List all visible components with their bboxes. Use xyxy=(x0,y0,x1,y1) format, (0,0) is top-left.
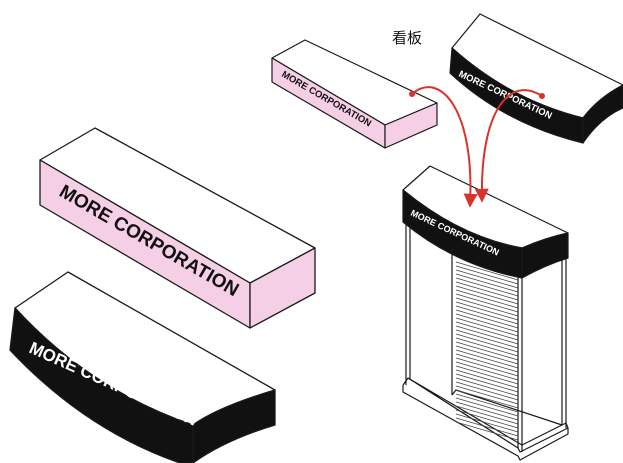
shutter-slat xyxy=(455,297,519,317)
kiosk-booth xyxy=(402,165,569,461)
large-curved-black-band xyxy=(9,307,194,463)
shutter-slat xyxy=(455,313,519,333)
shutter-slat xyxy=(455,281,519,301)
large-pink-box-sign xyxy=(39,127,316,329)
shutter-slat xyxy=(455,361,519,381)
shutter-slat xyxy=(455,385,519,405)
shutter-slat xyxy=(455,377,519,397)
shutter-slat xyxy=(455,325,519,345)
arrow-from-small-box-sign xyxy=(411,86,478,208)
shutter-slat xyxy=(455,273,519,293)
shutter-slat xyxy=(455,405,519,425)
kiosk-header-side-face xyxy=(521,232,569,279)
shutter-slat xyxy=(455,301,519,321)
shutter-slat xyxy=(455,289,519,309)
shutter-slat xyxy=(455,293,519,313)
shutter-slat xyxy=(455,357,519,377)
shutter-slat xyxy=(455,285,519,305)
shutter-slat xyxy=(455,401,519,421)
shutter-slat xyxy=(455,417,519,437)
small-box-side-face xyxy=(384,102,438,149)
shutter-slat xyxy=(455,369,519,389)
large-box-side-face xyxy=(249,247,316,329)
shutter-slat xyxy=(455,409,519,429)
shutter-slat xyxy=(455,261,519,281)
small-curved-sign xyxy=(449,13,623,144)
signboard-caption: 看板 xyxy=(392,29,422,47)
small-pink-box-sign xyxy=(271,39,438,149)
shutter-slat xyxy=(455,421,519,441)
shutter-slat xyxy=(455,413,519,433)
shutter-slat xyxy=(455,365,519,385)
kiosk-shutter xyxy=(455,261,519,441)
shutter-slat xyxy=(455,341,519,361)
shutter-slat xyxy=(455,373,519,393)
shutter-slat xyxy=(455,329,519,349)
shutter-slat xyxy=(455,349,519,369)
small-curved-side-face xyxy=(582,84,623,144)
shutter-slat xyxy=(455,389,519,409)
kiosk-base-frame xyxy=(402,377,569,453)
large-curved-side-face xyxy=(192,389,276,463)
shutter-slat xyxy=(455,277,519,297)
shutter-slat xyxy=(455,317,519,337)
shutter-slat xyxy=(455,381,519,401)
shutter-slat xyxy=(455,305,519,325)
shutter-slat xyxy=(455,337,519,357)
shutter-slat xyxy=(455,321,519,341)
shutter-slat xyxy=(455,353,519,373)
placement-arrows xyxy=(409,86,545,208)
shutter-slat xyxy=(455,309,519,329)
shutter-slat xyxy=(455,269,519,289)
arrow-from-small-curved-sign xyxy=(474,89,543,203)
large-curved-sign xyxy=(9,271,276,463)
shutter-slat xyxy=(455,333,519,353)
shutter-slat xyxy=(455,345,519,365)
shutter-slat xyxy=(455,265,519,285)
shutter-slat xyxy=(455,397,519,417)
shutter-slat xyxy=(455,393,519,413)
